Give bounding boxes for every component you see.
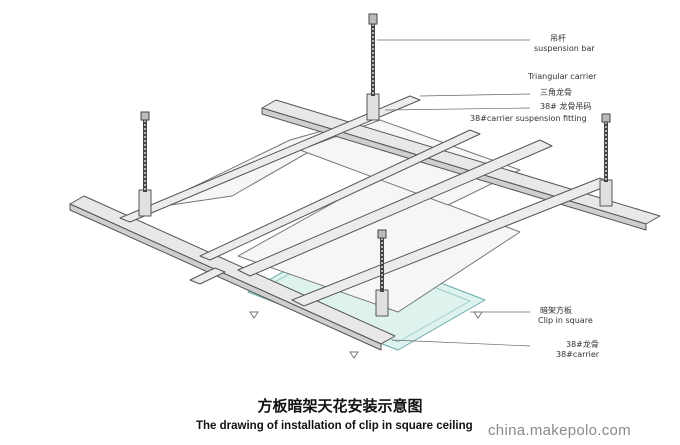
- panel-arrow-1: [249, 311, 259, 319]
- label-triangular-carrier-cn: 三角龙骨: [540, 88, 572, 97]
- label-carrier38-en: 38#carrier: [556, 350, 600, 359]
- rod-cap-1: [140, 111, 150, 121]
- diagram-title-en: The drawing of installation of clip in s…: [196, 420, 473, 432]
- panel-arrow-3: [473, 311, 483, 319]
- label-suspension-bar-en: suspension bar: [534, 44, 595, 53]
- ceiling-panel-right: [237, 177, 521, 313]
- label-carrier-fitting-en: 38#carrier suspension fitting: [470, 114, 587, 123]
- label-clip-in-square-en: Clip in square: [538, 316, 593, 325]
- carrier-fitting-1: [138, 189, 152, 217]
- diagram-title-cn: 方板暗架天花安装示意图: [257, 397, 423, 415]
- label-carrier-fitting-cn: 38# 龙骨吊码: [540, 102, 592, 111]
- label-carrier38-cn: 38#龙骨: [566, 340, 599, 349]
- label-clip-in-square-cn: 暗架方板: [540, 306, 572, 315]
- triangular-carrier-2: [199, 129, 481, 261]
- triangular-carrier-1: [119, 95, 421, 223]
- label-suspension-bar-cn: 吊杆: [550, 34, 566, 43]
- label-triangular-carrier-en: Triangular carrier: [528, 72, 597, 81]
- rod-cap-4: [377, 229, 387, 239]
- carrier-fitting-3: [599, 179, 613, 207]
- rod-cap-2: [368, 13, 378, 25]
- carrier-38-front-lip: [69, 203, 382, 351]
- triangular-carrier-3: [237, 139, 553, 277]
- carrier-fitting-2: [366, 93, 380, 121]
- panel-arrow-2: [349, 351, 359, 359]
- triangular-carrier-5: [189, 267, 226, 285]
- rod-cap-3: [601, 113, 611, 123]
- carrier-fitting-4: [375, 289, 389, 317]
- watermark: china.makepolo.com: [488, 422, 631, 439]
